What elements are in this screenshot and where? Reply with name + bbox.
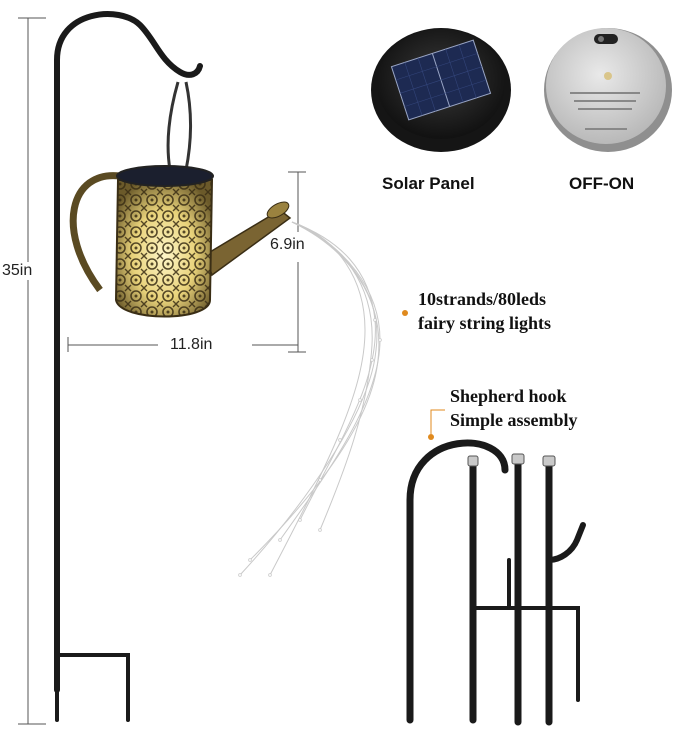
- height-dimension-line: [18, 17, 46, 725]
- fairy-string-lights: [239, 221, 381, 576]
- hanging-handle: [166, 81, 180, 171]
- lights-note-dot: [402, 310, 408, 316]
- watering-can-lamp: [69, 165, 292, 318]
- height-dimension-label: 35in: [2, 262, 33, 280]
- can-height-dimension-label: 6.9in: [270, 236, 305, 254]
- hook-note-line2: Simple assembly: [450, 410, 578, 430]
- solar-panel-image: [371, 28, 511, 152]
- lights-note: 10strands/80leds fairy string lights: [418, 287, 551, 335]
- shepherd-hook-parts: [406, 439, 586, 726]
- hook-note: Shepherd hook Simple assembly: [450, 384, 578, 432]
- switch-caption: OFF-ON: [569, 174, 635, 193]
- pole-caps: [467, 453, 556, 467]
- switch-disc-image: [544, 28, 672, 152]
- can-width-dimension-line: [67, 337, 298, 352]
- hook-note-line1: Shepherd hook: [450, 386, 567, 406]
- can-height-dimension-line: [288, 171, 306, 353]
- led-points: [238, 318, 382, 577]
- lights-note-line1: 10strands/80leds: [418, 289, 547, 309]
- shepherd-hook-pole: [54, 11, 203, 722]
- lights-note-line2: fairy string lights: [418, 313, 551, 333]
- can-width-dimension-label: 11.8in: [170, 336, 213, 354]
- solar-panel-caption: Solar Panel: [382, 174, 475, 193]
- hook-note-dot: [428, 434, 434, 440]
